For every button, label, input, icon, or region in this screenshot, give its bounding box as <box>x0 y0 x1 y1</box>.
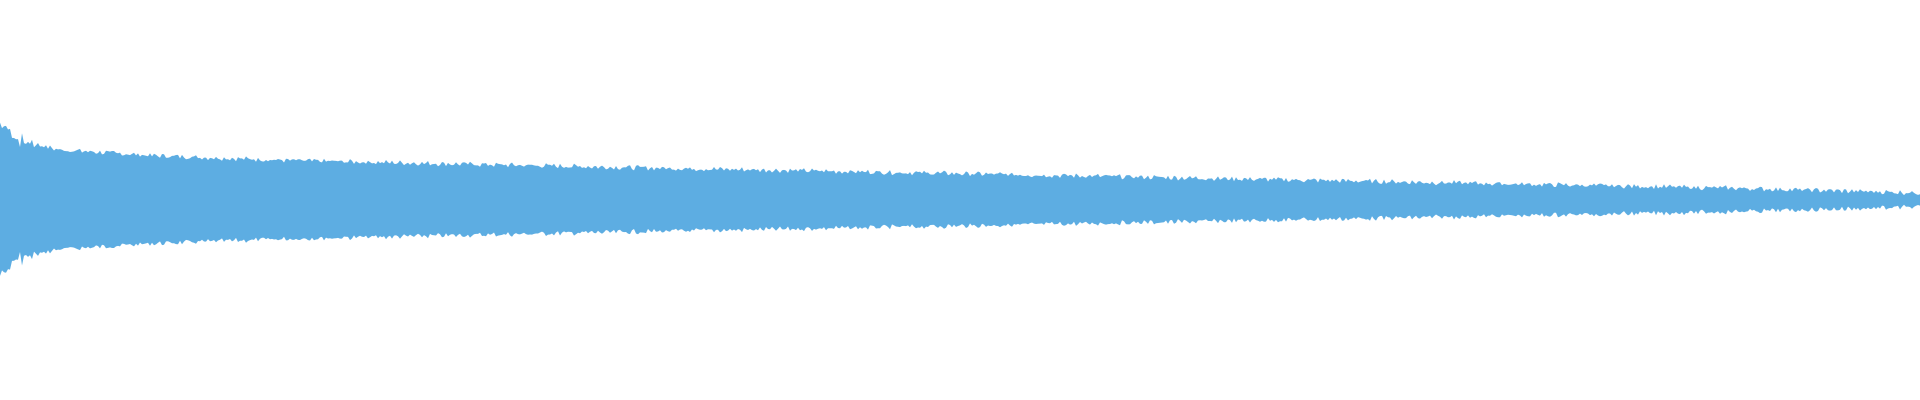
waveform-shape <box>0 122 1920 276</box>
